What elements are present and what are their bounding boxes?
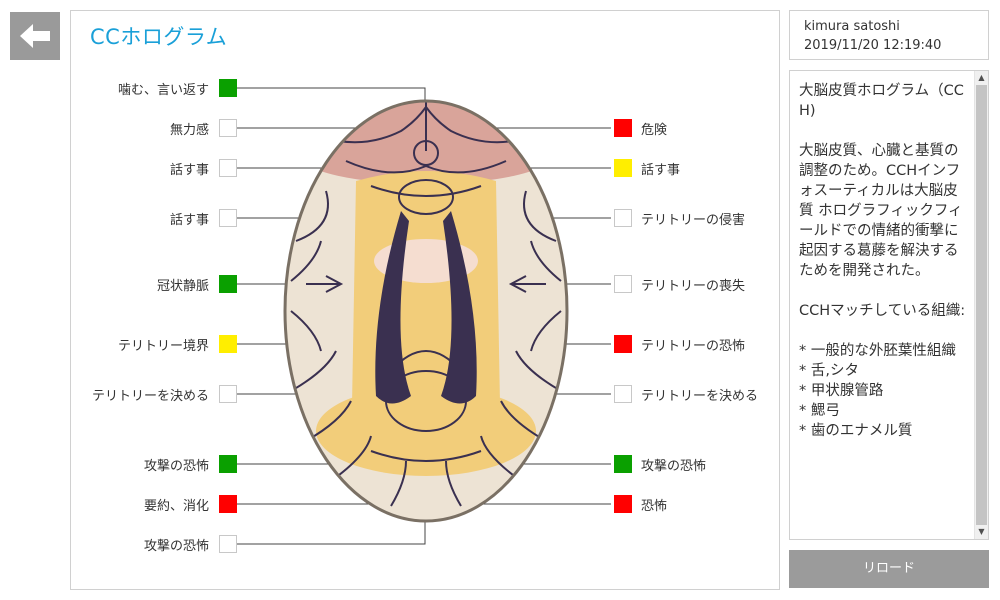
- timestamp: 2019/11/20 12:19:40: [804, 38, 942, 53]
- status-box[interactable]: [614, 495, 632, 513]
- left-item-label: 攻撃の恐怖: [143, 538, 209, 554]
- left-item-2[interactable]: 無力感: [71, 118, 237, 138]
- status-box[interactable]: [614, 455, 632, 473]
- left-item-label: 冠状静脈: [156, 278, 209, 294]
- right-item-label: テリトリーを決める: [641, 388, 759, 404]
- right-item-label: 話す事: [641, 162, 681, 178]
- left-item-3[interactable]: 話す事: [71, 158, 237, 178]
- description-panel[interactable]: 大脳皮質ホログラム（CCH) 大脳皮質、心臓と基質の調整のため。CCHインフォス…: [789, 70, 989, 540]
- status-box[interactable]: [219, 495, 237, 513]
- arrow-left-icon: [20, 24, 50, 48]
- status-box[interactable]: [219, 385, 237, 403]
- left-item-label: 話す事: [169, 212, 209, 228]
- hologram-panel: CCホログラム: [70, 10, 780, 590]
- left-item-10[interactable]: 攻撃の恐怖: [71, 534, 237, 554]
- left-item-6[interactable]: テリトリー境界: [71, 334, 237, 354]
- left-item-label: 噛む、言い返す: [117, 82, 209, 98]
- right-item-label: 危険: [641, 122, 668, 138]
- status-box[interactable]: [219, 79, 237, 97]
- back-button[interactable]: [10, 12, 60, 60]
- description-text: 大脳皮質ホログラム（CCH) 大脳皮質、心臓と基質の調整のため。CCHインフォス…: [799, 83, 966, 439]
- page-title: CCホログラム: [90, 25, 228, 49]
- right-item-4[interactable]: テリトリーの喪失: [614, 274, 745, 294]
- status-box[interactable]: [614, 159, 632, 177]
- user-info: kimura satoshi 2019/11/20 12:19:40: [789, 10, 989, 60]
- left-item-label: テリトリー境界: [117, 338, 209, 354]
- right-item-label: テリトリーの喪失: [641, 278, 746, 294]
- scrollbar[interactable]: ▲ ▼: [974, 71, 988, 539]
- left-item-label: 攻撃の恐怖: [143, 458, 209, 474]
- left-item-label: 要約、消化: [143, 498, 209, 514]
- right-item-3[interactable]: テリトリーの侵害: [614, 208, 745, 228]
- hologram-diagram: [237, 87, 611, 545]
- right-item-7[interactable]: 攻撃の恐怖: [614, 454, 706, 474]
- status-box[interactable]: [614, 275, 632, 293]
- right-item-5[interactable]: テリトリーの恐怖: [614, 334, 745, 354]
- scroll-down-icon[interactable]: ▼: [978, 527, 985, 536]
- left-item-4[interactable]: 話す事: [71, 208, 237, 228]
- right-item-label: テリトリーの恐怖: [641, 338, 746, 354]
- right-item-label: 攻撃の恐怖: [641, 458, 707, 474]
- scroll-up-icon[interactable]: ▲: [978, 73, 985, 82]
- status-box[interactable]: [614, 119, 632, 137]
- left-item-label: 無力感: [169, 122, 209, 138]
- oval-border: [283, 99, 569, 523]
- user-name: kimura satoshi: [804, 19, 900, 34]
- status-box[interactable]: [219, 275, 237, 293]
- status-box[interactable]: [219, 335, 237, 353]
- right-item-2[interactable]: 話す事: [614, 158, 680, 178]
- scroll-thumb[interactable]: [976, 85, 987, 525]
- status-box[interactable]: [219, 119, 237, 137]
- left-item-5[interactable]: 冠状静脈: [71, 274, 237, 294]
- left-item-8[interactable]: 攻撃の恐怖: [71, 454, 237, 474]
- right-item-label: 恐怖: [641, 498, 668, 514]
- status-box[interactable]: [614, 335, 632, 353]
- status-box[interactable]: [219, 535, 237, 553]
- left-item-7[interactable]: テリトリーを決める: [71, 384, 237, 404]
- status-box[interactable]: [219, 455, 237, 473]
- left-item-9[interactable]: 要約、消化: [71, 494, 237, 514]
- status-box[interactable]: [219, 159, 237, 177]
- right-item-6[interactable]: テリトリーを決める: [614, 384, 758, 404]
- hologram-oval: [285, 101, 567, 521]
- status-box[interactable]: [614, 209, 632, 227]
- status-box[interactable]: [614, 385, 632, 403]
- left-item-1[interactable]: 噛む、言い返す: [71, 78, 237, 98]
- right-item-8[interactable]: 恐怖: [614, 494, 667, 514]
- left-item-label: 話す事: [169, 162, 209, 178]
- right-item-1[interactable]: 危険: [614, 118, 667, 138]
- left-item-label: テリトリーを決める: [91, 388, 209, 404]
- right-item-label: テリトリーの侵害: [641, 212, 746, 228]
- status-box[interactable]: [219, 209, 237, 227]
- reload-button[interactable]: リロード: [789, 550, 989, 588]
